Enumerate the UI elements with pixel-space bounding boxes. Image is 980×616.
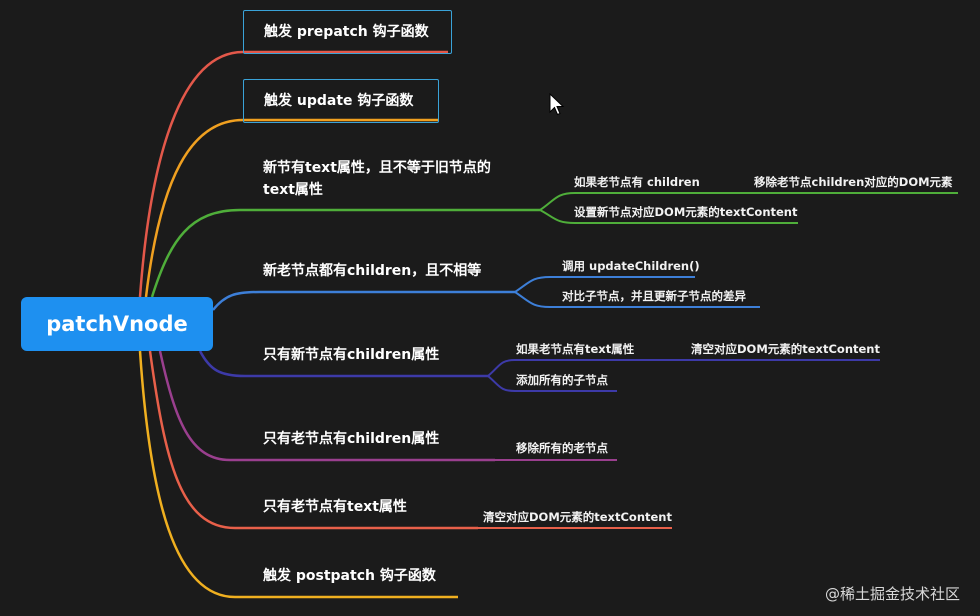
node-prepatch[interactable]: 触发 prepatch 钩子函数 <box>243 10 452 54</box>
edge-old-children <box>158 350 495 462</box>
node-old-text[interactable]: 只有老节点有text属性 <box>263 499 407 515</box>
arrow-cursor-icon <box>549 93 565 116</box>
node-postpatch[interactable]: 触发 postpatch 钩子函数 <box>263 568 436 584</box>
node-both-children[interactable]: 新老节点都有children，且不相等 <box>263 263 482 279</box>
edge-diff-children <box>514 291 760 308</box>
edge-postpatch <box>138 350 458 599</box>
edge-text-diff <box>150 208 540 298</box>
node-new-children[interactable]: 只有新节点有children属性 <box>263 347 440 363</box>
leaf-diff-children[interactable]: 对比子节点，并且更新子节点的差异 <box>562 289 746 303</box>
leaf-update-children[interactable]: 调用 updateChildren() <box>562 259 700 273</box>
leaf-set-textcontent[interactable]: 设置新节点对应DOM元素的textContent <box>574 205 798 219</box>
edge-update-children <box>514 276 695 293</box>
root-node[interactable]: patchVnode <box>21 297 213 351</box>
node-old-children[interactable]: 只有老节点有children属性 <box>263 431 440 447</box>
watermark: @稀土掘金技术社区 <box>824 585 960 603</box>
node-text-diff-line1: 新节有text属性，且不等于旧节点的 <box>263 160 491 176</box>
leaf-old-has-children[interactable]: 如果老节点有 children <box>574 175 700 189</box>
edge-set-textcontent <box>539 209 798 224</box>
edge-prepatch <box>138 50 448 298</box>
edge-old-has-text <box>487 359 665 377</box>
edge-old-has-children <box>539 192 740 211</box>
leaf-clear-textcontent-2[interactable]: 清空对应DOM元素的textContent <box>483 510 672 524</box>
leaf-remove-all-old[interactable]: 移除所有的老节点 <box>516 441 608 455</box>
edge-add-children <box>487 375 617 392</box>
node-text-diff[interactable]: 新节有text属性，且不等于旧节点的 text属性 <box>263 157 491 201</box>
node-update[interactable]: 触发 update 钩子函数 <box>243 79 439 123</box>
edge-both-children <box>212 290 515 311</box>
leaf-add-children[interactable]: 添加所有的子节点 <box>516 373 608 387</box>
leaf-old-has-text[interactable]: 如果老节点有text属性 <box>516 342 635 356</box>
edge-old-text <box>148 350 478 530</box>
leaf-remove-old-dom[interactable]: 移除老节点children对应的DOM元素 <box>754 175 953 189</box>
edge-new-children <box>198 350 488 378</box>
node-text-diff-line2: text属性 <box>263 182 323 198</box>
edge-update <box>144 118 438 298</box>
leaf-clear-textcontent-1[interactable]: 清空对应DOM元素的textContent <box>691 342 880 356</box>
